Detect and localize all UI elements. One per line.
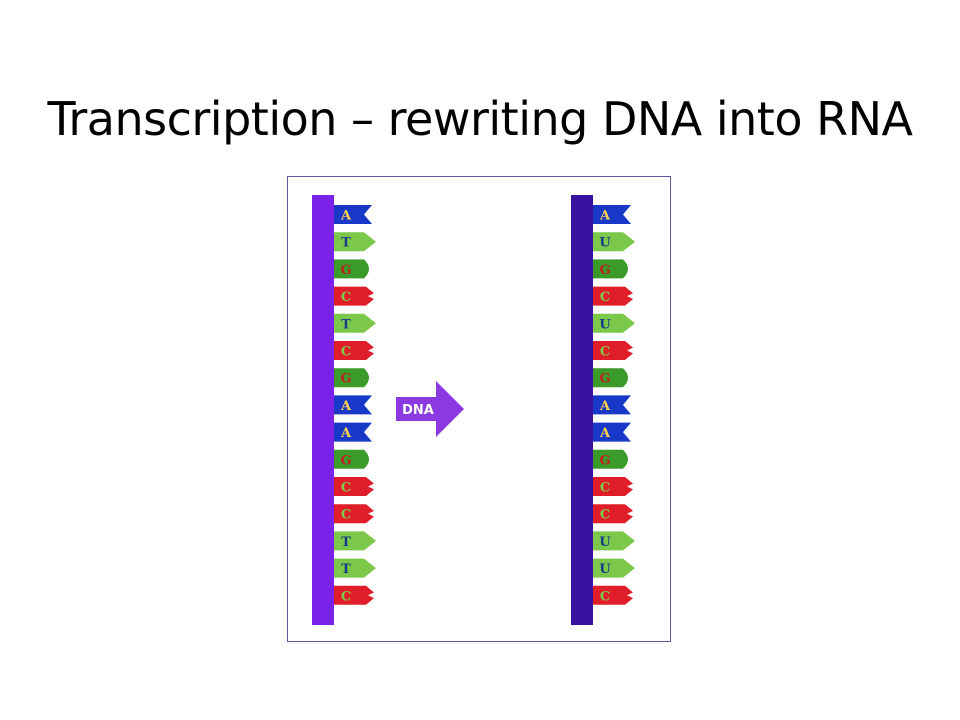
dna-base-1: A	[334, 205, 372, 224]
dna-base-letter: C	[341, 290, 351, 305]
dna-base-tag	[334, 422, 372, 442]
rna-base-letter: A	[599, 399, 611, 414]
dna-base-tag	[334, 585, 374, 605]
rna-base-4: C	[593, 286, 633, 306]
dna-base-6: C	[334, 341, 374, 360]
rna-base-letter: C	[600, 290, 610, 305]
dna-base-tag	[334, 504, 374, 524]
arrow-label: DNA	[402, 403, 434, 418]
dna-base-letter: T	[341, 562, 351, 577]
dna-base-letter: C	[341, 345, 351, 360]
rna-base-14: U	[593, 558, 635, 578]
rna-base-letter: U	[599, 317, 611, 332]
rna-base-9: A	[593, 422, 631, 442]
rna-base-letter: U	[599, 236, 611, 251]
dna-base-11: C	[334, 477, 374, 496]
rna-base-tag	[593, 504, 633, 524]
dna-base-10: G	[334, 449, 369, 469]
dna-base-tag	[334, 477, 374, 496]
rna-base-1: A	[593, 205, 631, 224]
dna-base-tag	[334, 368, 369, 388]
rna-base-letter: C	[600, 589, 610, 604]
dna-base-tag	[334, 313, 376, 333]
dna-base-tag	[334, 341, 374, 360]
dna-base-tag	[334, 558, 376, 578]
rna-base-tag	[593, 286, 633, 306]
rna-base-tag	[593, 558, 635, 578]
rna-base-letter: U	[599, 535, 611, 550]
rna-base-tag	[593, 259, 628, 279]
dna-base-13: T	[334, 531, 376, 551]
rna-base-8: A	[593, 395, 631, 415]
dna-base-9: A	[334, 422, 372, 442]
dna-base-tag	[334, 531, 376, 551]
rna-base-tag	[593, 232, 635, 252]
dna-base-tag	[334, 449, 369, 469]
rna-base-12: C	[593, 504, 633, 524]
rna-base-15: C	[593, 585, 633, 605]
rna-base-letter: U	[599, 562, 611, 577]
dna-base-tag	[334, 286, 374, 306]
dna-base-5: T	[334, 313, 376, 333]
dna-base-tag	[334, 205, 372, 224]
rna-base-5: U	[593, 313, 635, 333]
dna-base-letter: G	[340, 372, 351, 387]
dna-base-letter: C	[341, 481, 351, 496]
transcription-arrow: DNA	[396, 381, 464, 437]
dna-base-letter: G	[340, 263, 351, 278]
dna-base-letter: A	[340, 209, 352, 224]
rna-base-tag	[593, 205, 631, 224]
dna-base-tag	[334, 395, 372, 415]
dna-base-tag	[334, 259, 369, 279]
rna-base-tag	[593, 477, 633, 496]
rna-base-3: G	[593, 259, 628, 279]
rna-base-7: G	[593, 368, 628, 388]
rna-base-tag	[593, 341, 633, 360]
rna-base-13: U	[593, 531, 635, 551]
dna-base-8: A	[334, 395, 372, 415]
rna-base-tag	[593, 368, 628, 388]
rna-base-tag	[593, 585, 633, 605]
dna-base-letter: A	[340, 399, 352, 414]
rna-base-tag	[593, 531, 635, 551]
dna-base-14: T	[334, 558, 376, 578]
rna-base-letter: G	[599, 372, 610, 387]
dna-base-2: T	[334, 232, 376, 252]
rna-base-letter: G	[599, 453, 610, 468]
rna-base-letter: C	[600, 508, 610, 523]
rna-base-letter: G	[599, 263, 610, 278]
dna-base-letter: C	[341, 508, 351, 523]
rna-backbone	[571, 195, 593, 625]
dna-base-15: C	[334, 585, 374, 605]
dna-base-4: C	[334, 286, 374, 306]
rna-base-letter: C	[600, 481, 610, 496]
dna-base-letter: T	[341, 317, 351, 332]
dna-base-letter: A	[340, 426, 352, 441]
dna-base-letter: G	[340, 453, 351, 468]
rna-base-tag	[593, 395, 631, 415]
rna-base-2: U	[593, 232, 635, 252]
dna-base-letter: C	[341, 589, 351, 604]
rna-base-tag	[593, 449, 628, 469]
slide-title: Transcription – rewriting DNA into RNA	[47, 92, 913, 146]
rna-base-tag	[593, 422, 631, 442]
rna-base-tag	[593, 313, 635, 333]
rna-base-11: C	[593, 477, 633, 496]
dna-base-tag	[334, 232, 376, 252]
rna-base-letter: A	[599, 209, 611, 224]
rna-base-10: G	[593, 449, 628, 469]
dna-base-letter: T	[341, 535, 351, 550]
dna-base-12: C	[334, 504, 374, 524]
dna-base-7: G	[334, 368, 369, 388]
dna-base-letter: T	[341, 236, 351, 251]
dna-backbone	[312, 195, 334, 625]
rna-base-letter: C	[600, 345, 610, 360]
rna-base-letter: A	[599, 426, 611, 441]
dna-base-3: G	[334, 259, 369, 279]
rna-base-6: C	[593, 341, 633, 360]
